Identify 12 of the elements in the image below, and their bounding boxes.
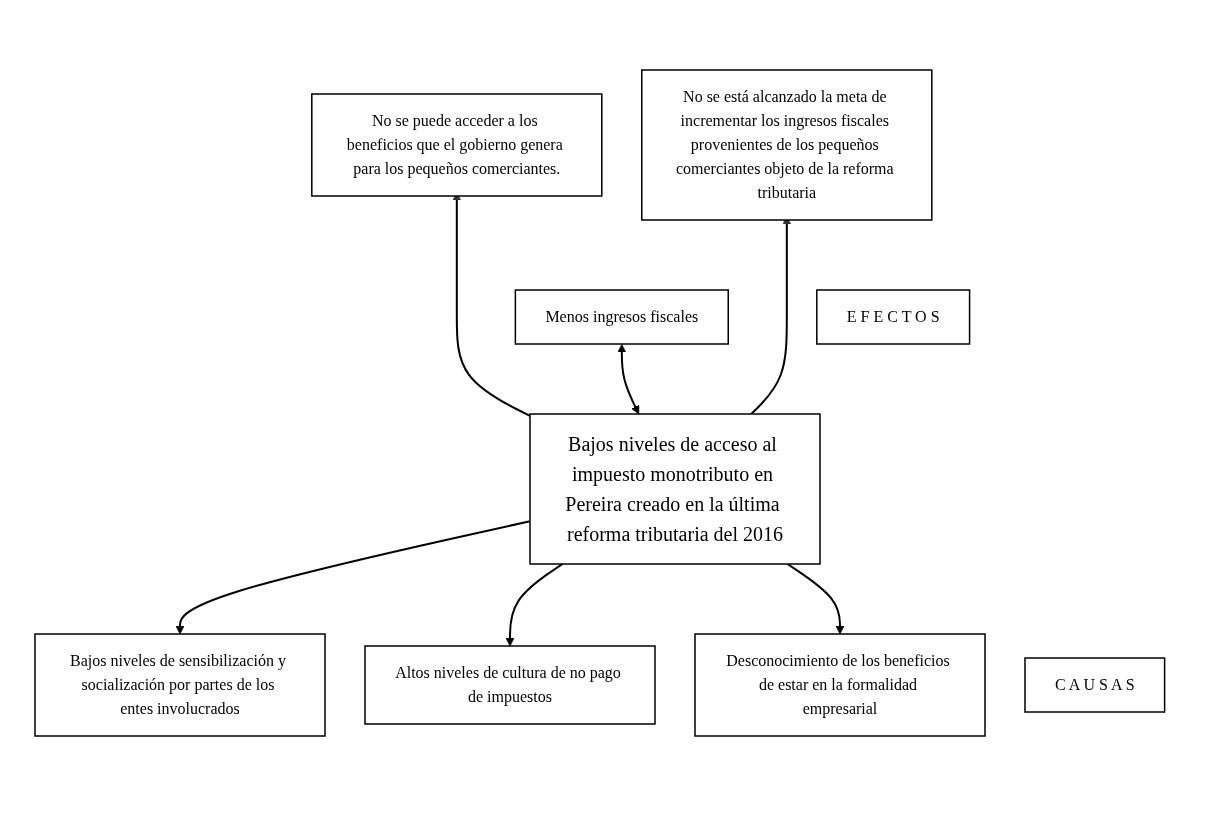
arrow bbox=[617, 343, 640, 414]
arrow bbox=[786, 562, 845, 634]
node-box: Bajos niveles de sensibilización y socialización por partes de los entes involucrados bbox=[34, 632, 326, 737]
node-box: E F E C T O S bbox=[816, 288, 971, 345]
node-box: Altos niveles de cultura de no pago de impuestos bbox=[364, 644, 656, 725]
node-box: No se puede acceder a los beneficios que el gobierno genera para los pequeños comerciantes. bbox=[311, 92, 603, 197]
node-box: C A U S A S bbox=[1024, 656, 1166, 713]
node-box: Desconocimiento de los beneficios de estar en la formalidad empresarial bbox=[694, 632, 986, 737]
arrow bbox=[505, 562, 564, 646]
node-box: Menos ingresos fiscales bbox=[514, 288, 730, 345]
node-box: Bajos niveles de acceso al impuesto monotributo en Pereira creado en la última reforma tributaria del 2016 bbox=[529, 412, 821, 565]
node-box: No se está alcanzado la meta de incrementar los ingresos fiscales provenientes de los pequeños comerciantes objeto de la reforma tributaria bbox=[641, 68, 933, 221]
